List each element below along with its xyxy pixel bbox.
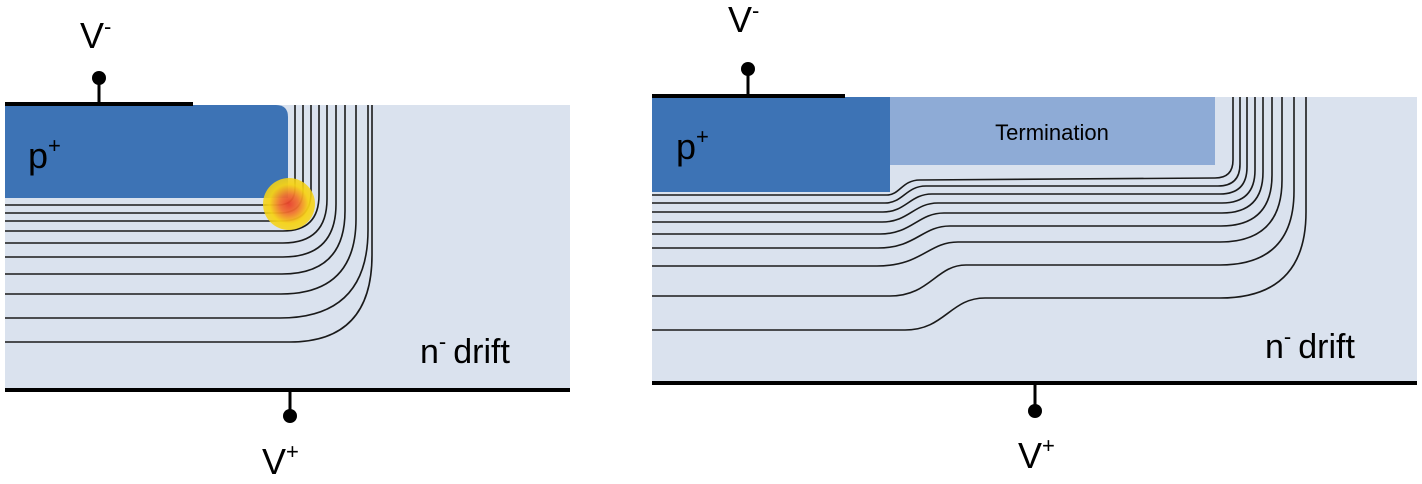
left-cathode-terminal-icon bbox=[92, 71, 106, 85]
right-field-line-9 bbox=[652, 97, 1307, 331]
right-anode-terminal-icon bbox=[1028, 404, 1042, 418]
right-field-line-8 bbox=[652, 97, 1295, 297]
right-field-line-7 bbox=[652, 97, 1283, 267]
right-field-line-2 bbox=[652, 97, 1241, 204]
left-anode-terminal-icon bbox=[283, 409, 297, 423]
left-field-line-5 bbox=[5, 105, 328, 244]
left-drift-label: n-drift bbox=[420, 329, 510, 371]
right-field-lines bbox=[652, 97, 1307, 331]
left-cathode-label: V- bbox=[80, 14, 111, 56]
left-field-line-10 bbox=[5, 105, 373, 343]
termination-label: Termination bbox=[995, 120, 1109, 145]
right-p-plus-label: p+ bbox=[676, 124, 709, 167]
left-field-line-9 bbox=[5, 105, 369, 319]
right-field-line-6 bbox=[652, 97, 1273, 249]
left-p-plus-region bbox=[5, 105, 288, 198]
left-p-plus-label: p+ bbox=[28, 133, 61, 176]
left-anode-label: V+ bbox=[262, 439, 299, 482]
right-termination-region bbox=[889, 97, 1215, 165]
right-field-line-1 bbox=[652, 97, 1234, 196]
left-field-line-7 bbox=[5, 105, 346, 275]
left-field-line-8 bbox=[5, 105, 357, 295]
left-device-panel: V- p+ n-drift V+ bbox=[5, 14, 570, 482]
right-field-line-5 bbox=[652, 97, 1264, 235]
left-field-line-4 bbox=[5, 105, 320, 232]
left-field-line-6 bbox=[5, 105, 337, 258]
right-field-line-3 bbox=[652, 97, 1248, 213]
right-drift-label: n-drift bbox=[1265, 324, 1355, 366]
field-concentration-hotspot-icon bbox=[263, 178, 315, 230]
right-p-plus-region bbox=[652, 97, 890, 192]
right-anode-label: V+ bbox=[1018, 433, 1055, 476]
right-cathode-label: V- bbox=[728, 0, 759, 40]
right-cathode-terminal-icon bbox=[741, 62, 755, 76]
right-device-panel: V- p+ Termination n-drift V+ bbox=[652, 0, 1417, 476]
right-field-line-4 bbox=[652, 97, 1256, 223]
